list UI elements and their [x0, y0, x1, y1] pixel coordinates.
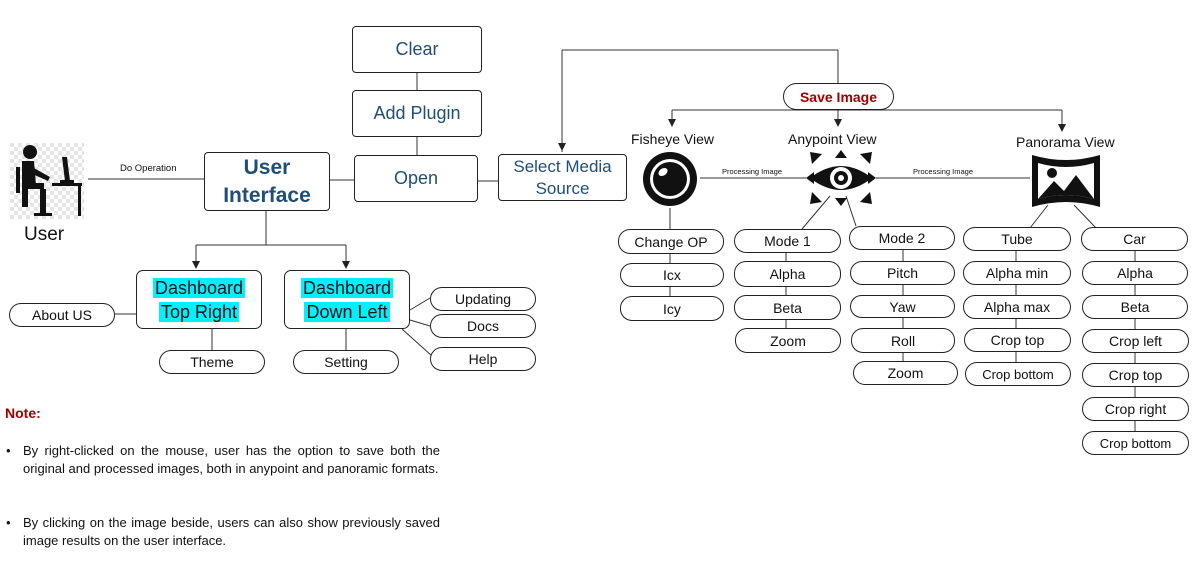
dashboard-top-right-line1: Dashboard [152, 277, 246, 298]
mode2-node[interactable]: Mode 2 [849, 226, 955, 250]
car-option-alpha[interactable]: Alpha [1082, 261, 1188, 285]
note-item-1-text: By right-clicked on the mouse, user has … [23, 443, 440, 476]
fisheye-option-icy[interactable]: Icy [620, 296, 724, 321]
fisheye-option-icx[interactable]: Icx [620, 263, 724, 287]
anypoint-view-label: Anypoint View [788, 131, 877, 147]
mode2-option-zoom[interactable]: Zoom [853, 361, 958, 385]
dashboard-down-left-line2: Down Left [304, 301, 390, 322]
car-option-crop-bottom[interactable]: Crop bottom [1082, 431, 1189, 455]
fisheye-view-label: Fisheye View [631, 131, 715, 147]
note-item-1: • By right-clicked on the mouse, user ha… [6, 442, 440, 478]
dashboard-down-left-line1: Dashboard [300, 277, 394, 298]
car-option-crop-top[interactable]: Crop top [1082, 363, 1189, 387]
processing-image-label-2: Processing Image [913, 167, 974, 176]
save-image-node[interactable]: Save Image [783, 83, 894, 110]
dashboard-top-right-line2: Top Right [158, 301, 240, 322]
dashboard-down-left[interactable]: Dashboard Down Left [284, 270, 410, 329]
user-interface-line1: User [243, 155, 291, 179]
do-operation-label: Do Operation [120, 163, 177, 174]
open-button[interactable]: Open [354, 155, 478, 202]
car-option-beta[interactable]: Beta [1082, 295, 1188, 319]
setting-node[interactable]: Setting [293, 350, 399, 374]
user-interface-node: User Interface [204, 152, 330, 211]
panorama-view-label: Panorama View [1016, 134, 1115, 150]
dashboard-top-right[interactable]: Dashboard Top Right [136, 270, 262, 329]
theme-node[interactable]: Theme [159, 350, 265, 374]
select-media-source-button[interactable]: Select Media Source [498, 154, 627, 201]
fisheye-lens-icon [643, 152, 697, 206]
user-at-desk-icon [10, 143, 84, 219]
about-us-node[interactable]: About US [9, 303, 115, 327]
bullet-icon: • [6, 443, 11, 458]
tube-node[interactable]: Tube [963, 227, 1071, 251]
tube-option-crop-top[interactable]: Crop top [964, 328, 1071, 352]
user-interface-line2: Interface [223, 183, 311, 207]
mode1-option-alpha[interactable]: Alpha [734, 261, 841, 287]
car-node[interactable]: Car [1081, 227, 1188, 251]
user-label: User [24, 224, 65, 245]
docs-node[interactable]: Docs [430, 314, 536, 338]
updating-node[interactable]: Updating [430, 287, 536, 311]
tube-option-crop-bottom[interactable]: Crop bottom [965, 362, 1071, 386]
clear-button[interactable]: Clear [352, 26, 482, 73]
mode2-option-pitch[interactable]: Pitch [850, 261, 955, 285]
note-item-2-text: By clicking on the image beside, users c… [23, 515, 440, 548]
select-media-line2: Source [535, 178, 590, 198]
panorama-image-icon [1032, 155, 1100, 207]
processing-image-label-1: Processing Image [722, 167, 783, 176]
car-option-crop-left[interactable]: Crop left [1082, 329, 1189, 353]
mode2-option-roll[interactable]: Roll [851, 328, 955, 353]
eye-arrows-icon [806, 150, 876, 206]
car-option-crop-right[interactable]: Crop right [1082, 397, 1189, 421]
tube-option-alpha-min[interactable]: Alpha min [963, 261, 1071, 285]
mode2-option-yaw[interactable]: Yaw [850, 295, 955, 318]
add-plugin-button[interactable]: Add Plugin [352, 90, 482, 137]
help-node[interactable]: Help [430, 347, 536, 371]
bullet-icon: • [6, 515, 11, 530]
tube-option-alpha-max[interactable]: Alpha max [963, 295, 1071, 319]
mode1-node[interactable]: Mode 1 [734, 229, 841, 253]
mode1-option-zoom[interactable]: Zoom [735, 328, 841, 353]
fisheye-option-change-op[interactable]: Change OP [618, 229, 724, 254]
note-item-2: • By clicking on the image beside, users… [6, 514, 440, 550]
note-title: Note: [5, 405, 41, 421]
select-media-line1: Select Media [513, 156, 612, 176]
mode1-option-beta[interactable]: Beta [734, 295, 841, 320]
